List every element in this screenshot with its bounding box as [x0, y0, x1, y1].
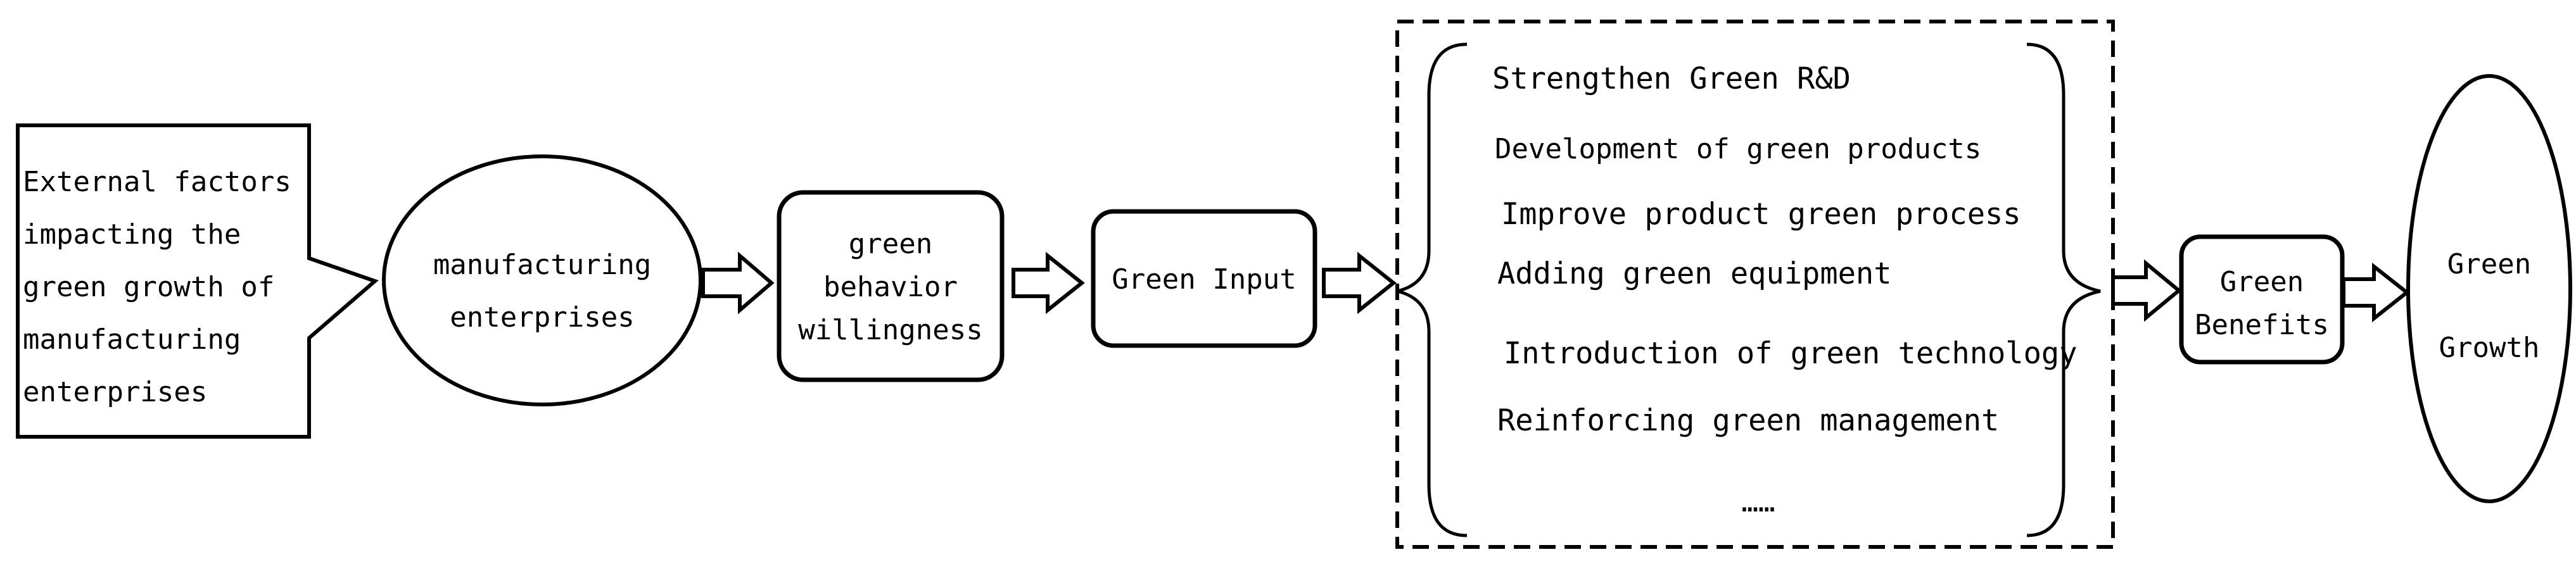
green-growth-line-2: Growth [2439, 332, 2540, 364]
external-factors-line-1: External factors [23, 166, 291, 198]
external-factors-line-4: manufacturing [23, 323, 241, 356]
willingness-line-1: green [849, 228, 932, 260]
measure-item: Strengthen Green R&D [1492, 61, 1851, 96]
arrow-icon [2342, 262, 2410, 323]
external-factors-line-5: enterprises [23, 376, 207, 408]
measure-item: Improve product green process [1501, 197, 2021, 232]
arrow-icon [1012, 251, 1085, 315]
green-benefits-line-2: Benefits [2195, 309, 2329, 341]
manufacturing-line-1: manufacturing [433, 249, 651, 281]
external-factors-node: External factors impacting the green gro… [16, 123, 379, 439]
measure-item: Adding green equipment [1497, 256, 1892, 291]
green-growth-node: Green Growth [2406, 74, 2572, 503]
green-benefits-line-1: Green [2220, 266, 2304, 298]
green-behavior-willingness-node: green behavior willingness [777, 190, 1005, 382]
measure-item: Reinforcing green management [1497, 403, 1999, 438]
green-benefits-node: Green Benefits [2179, 234, 2345, 365]
green-measures-group: Strengthen Green R&D Development of gree… [1395, 20, 2115, 549]
green-input-label: Green Input [1112, 263, 1296, 296]
manufacturing-line-2: enterprises [450, 301, 634, 334]
willingness-line-3: willingness [798, 314, 982, 346]
measure-item: Development of green products [1495, 133, 1981, 165]
left-brace [1397, 42, 1468, 537]
right-brace [2026, 42, 2101, 537]
green-input-node: Green Input [1091, 209, 1317, 348]
green-growth-line-1: Green [2447, 248, 2531, 280]
measure-item: …… [1742, 486, 1775, 518]
manufacturing-enterprises-node: manufacturing enterprises [382, 154, 702, 406]
external-factors-line-2: impacting the [23, 218, 241, 251]
measure-item: Introduction of green technology [1504, 336, 2077, 371]
arrow-icon [1322, 251, 1397, 315]
arrow-icon [2111, 259, 2182, 322]
arrow-icon [701, 251, 775, 315]
external-factors-line-3: green growth of [23, 271, 274, 303]
willingness-line-2: behavior [823, 271, 958, 303]
